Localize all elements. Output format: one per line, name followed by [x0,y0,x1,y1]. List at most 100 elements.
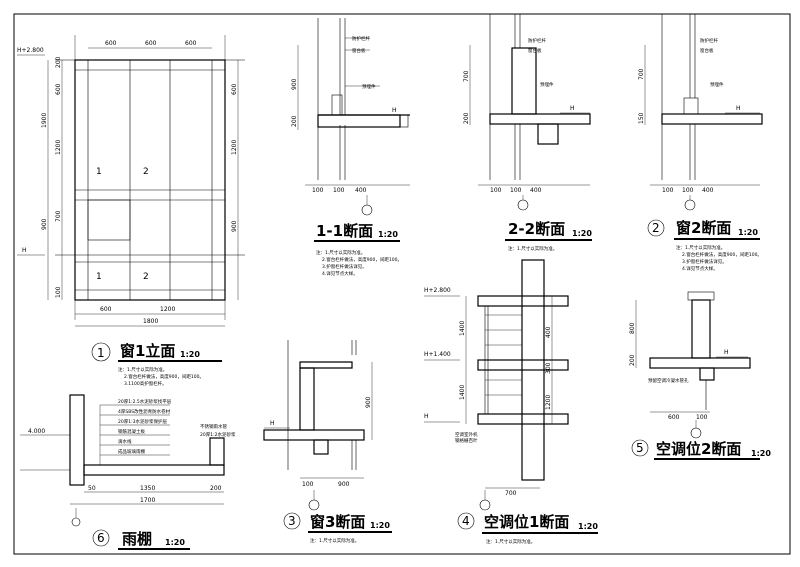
win3-dim: 100 [302,481,314,488]
ac1-level-top: H+2.800 [424,287,451,294]
canopy-dim: 1700 [140,497,155,504]
note-line: 2.窗台栏杆做法，高度900，间距100。 [322,256,402,263]
ac1-dim: 1400 [459,321,466,336]
note-line: 4.详见节点大样。 [322,270,358,277]
elev1-bottom-dim-1: 600 [100,306,112,313]
elev1-left-dim-2: 900 [41,218,48,230]
note-line: 3.护窗栏杆做法详见。 [682,258,727,265]
ac2-dim: 800 [629,322,636,334]
sec22-dim: 100 [510,187,522,194]
note-line: 4.详见节点大样。 [682,265,718,272]
sec22-note: 窗台板 [528,47,542,54]
sec22-dim: 200 [463,112,470,124]
note-line: 3.1100高护窗栏杆。 [124,380,167,387]
view-title: 窗3断面 [310,513,365,531]
pane-label-2: 2 [143,167,149,177]
sec22-level: H [570,105,575,112]
sec11-dim: 900 [291,78,298,90]
ac2-dim: 100 [696,414,708,421]
title-number: 3 [288,514,296,528]
section-1-1: H 防护栏杆 窗台板 预埋件 900 200 100 100 400 [291,18,410,216]
title-window1: 1 窗1立面 1:20 注：1.尺寸以实际为准。 2.窗台栏杆做法，高度900，… [91,342,222,387]
ac2-level: H [724,349,729,356]
note-line: 2.窗台栏杆做法，高度900，间距100。 [682,251,762,258]
ac1-dim: 700 [505,490,517,497]
view-title: 2-2断面 [508,220,565,238]
window2-section: H 防护栏杆 窗台板 预埋件 700 150 100 100 400 [638,14,763,211]
sec22-note: 预埋件 [540,81,554,88]
title-ac1: 4 空调位1断面 1:20 注：1.尺寸以实际为准。 [457,512,598,545]
sheet-border [13,13,791,555]
elev1-inner-dim-3: 700 [55,210,62,222]
canopy-note: 成品玻璃雨棚 [118,448,145,455]
win2-dim: 150 [638,112,645,124]
elev1-top-dim-2: 600 [145,40,157,47]
view-title: 窗1立面 [120,342,175,360]
ac2-dim: 200 [629,354,636,366]
win2-dim: 700 [638,68,645,80]
view-title: 雨棚 [122,530,152,548]
view-title: 空调位1断面 [484,513,569,531]
canopy-note: 20厚1:3水泥砂浆保护层 [118,418,167,425]
pane-label-4: 2 [143,272,149,282]
sec22-note: 防护栏杆 [528,37,546,44]
canopy-dim: 1350 [140,485,155,492]
win2-note: 预埋件 [710,81,724,88]
view-title: 空调位2断面 [656,440,741,458]
section-2-2: H 防护栏杆 窗台板 预埋件 700 200 100 100 400 [463,14,591,211]
sec11-note: 防护栏杆 [352,35,370,42]
canopy-level: 4.000 [28,428,45,435]
sec11-dim: 400 [355,187,367,194]
note-line: 注：1.尺寸以实际为准。 [676,244,725,251]
win2-dim: 100 [682,187,694,194]
canopy-note: 20厚1:2.5水泥砂浆找平层 [118,398,172,405]
note-line: 注：1.尺寸以实际为准。 [118,366,167,373]
ac1-dim: 400 [545,326,552,338]
title-section-2-2: 2-2断面 1:20 注：1.尺寸以实际为准。 [505,220,592,252]
title-window2: 2 窗2断面 1:20 注：1.尺寸以实际为准。 2.窗台栏杆做法，高度900，… [647,219,762,272]
title-number: 2 [652,221,660,235]
view-scale: 1:20 [165,538,185,547]
win3-dim: 900 [338,481,350,488]
elev1-left-dim-1: 1900 [41,113,48,128]
title-canopy: 6 雨棚 1:20 [92,529,190,550]
note-line: 注：1.尺寸以实际为准。 [486,538,535,545]
canopy-note: 滴水线 [118,438,132,445]
elev1-inner-dim-2: 1200 [55,140,62,155]
elev1-bottom-dim-3: 1800 [143,318,158,325]
canopy-note: 20厚1:2水泥砂浆 [200,431,236,438]
elev1-right-dim-3: 900 [231,220,238,232]
elev1-right-dim-2: 1200 [231,140,238,155]
view-title: 1-1断面 [316,222,373,240]
elev1-bottom-dim-2: 1200 [160,306,175,313]
ac1-dim: 300 [545,362,552,374]
sec11-note: 预埋件 [362,83,376,90]
elev1-level-bottom: H [22,247,27,254]
title-number: 6 [97,531,105,545]
sec22-dim: 400 [530,187,542,194]
win3-level: H [270,420,275,427]
pane-label-3: 1 [96,272,102,282]
win2-level: H [736,105,741,112]
win3-dim: 900 [365,396,372,408]
canopy-note: 钢筋混凝土板 [118,428,145,435]
ac1-level-mid: H+1.400 [424,351,451,358]
window1-elevation: 600 600 600 1900 900 600 1200 700 200 10… [17,35,245,327]
sec11-note: 窗台板 [352,47,366,54]
sec11-dim: 100 [333,187,345,194]
canopy-note: 不锈钢雨水管 [200,423,227,430]
elev1-level-top: H+2.800 [17,47,44,54]
ac1-note: 空调室外机 [455,431,478,438]
ac1-level-bottom: H [424,413,429,420]
elev1-right-dim-1: 600 [231,83,238,95]
title-section-1-1: 1-1断面 1:20 注：1.尺寸以实际为准。 2.窗台栏杆做法，高度900，间… [314,222,402,277]
ac1-note: 钢格栅百叶 [455,437,478,444]
ac2-note: 预留空调冷凝水管孔 [648,377,689,384]
view-scale: 1:20 [180,350,200,359]
canopy-dim: 200 [210,485,222,492]
ac2-section: H 800 200 预留空调冷凝水管孔 600 100 [629,291,751,439]
win2-note: 窗台板 [700,47,714,54]
sec22-dim: 100 [490,187,502,194]
note-line: 注：1.尺寸以实际为准。 [316,249,365,256]
